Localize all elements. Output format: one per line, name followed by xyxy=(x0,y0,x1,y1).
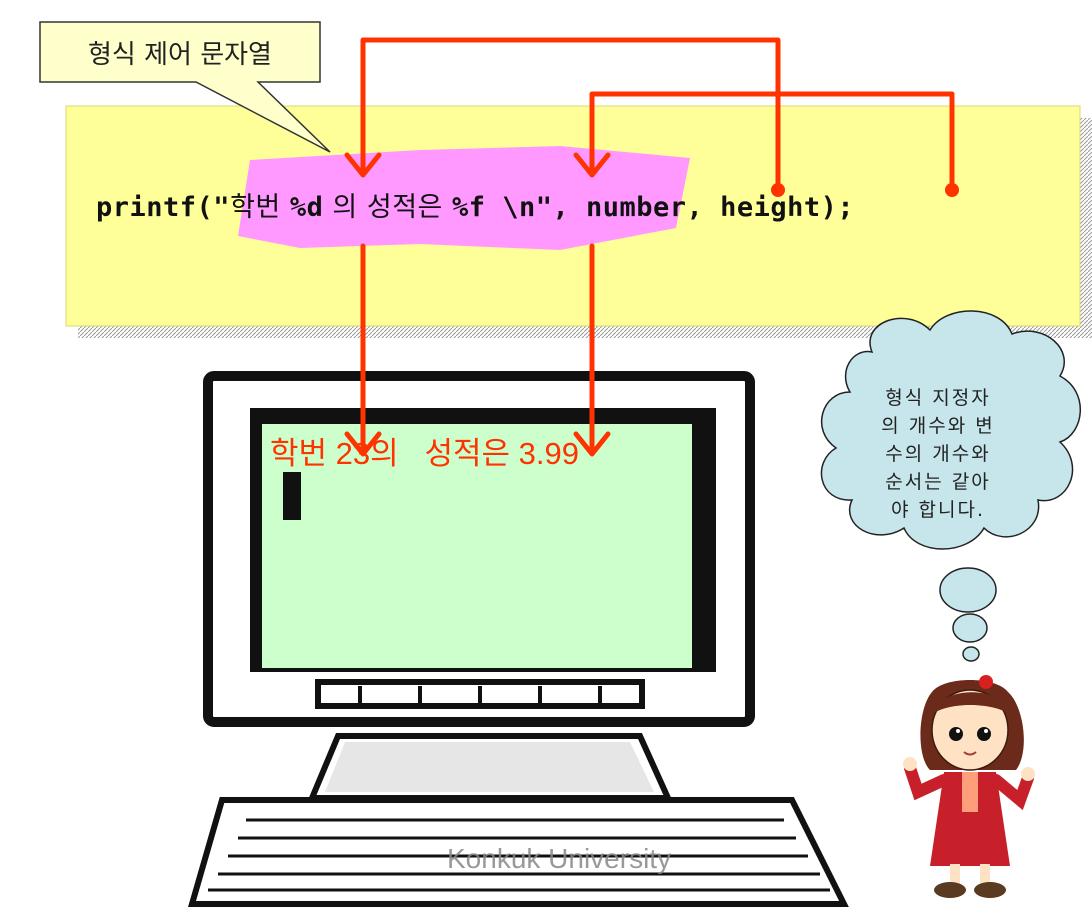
thought-text: 형식 지정자 의 개수와 변 수의 개수와 순서는 같아 야 합니다. xyxy=(840,384,1036,524)
printf-code-line: printf("학번 %d 의 성적은 %f \n", number, heig… xyxy=(96,185,854,224)
arrow-start-dot-height xyxy=(945,183,959,197)
callout-box xyxy=(39,21,331,153)
thought-line: 순서는 같아 xyxy=(885,471,991,493)
keyboard xyxy=(188,797,849,907)
code-format-text-3: \n xyxy=(485,192,536,223)
monitor-screen xyxy=(262,424,692,668)
code-spec-f: %f xyxy=(451,192,486,223)
code-args: , number, height); xyxy=(552,192,855,223)
text-cursor xyxy=(283,472,301,520)
thought-line: 수의 개수와 xyxy=(885,443,991,465)
callout-label: 형식 제어 문자열 xyxy=(88,39,272,70)
arrows xyxy=(344,37,955,457)
monitor-stand xyxy=(307,733,673,801)
girl-character xyxy=(903,675,1035,898)
code-spec-d: %d xyxy=(289,192,324,223)
screen-output-text: 학번 23의 성적은 3.99 xyxy=(270,436,579,471)
watermark: Konkuk University xyxy=(447,843,672,874)
code-close-quote: " xyxy=(535,192,553,223)
thought-cloud xyxy=(820,310,1082,662)
arrow-height-to-f xyxy=(589,91,955,191)
arrow-number-to-d xyxy=(360,37,781,191)
code-open-quote: " xyxy=(213,192,231,223)
code-format-text-2: 의 성적은 xyxy=(323,192,452,223)
thought-line: 형식 지정자 xyxy=(885,387,991,409)
code-format-text-1: 학번 xyxy=(230,192,290,223)
thought-line: 의 개수와 변 xyxy=(881,415,995,437)
thought-line: 야 합니다. xyxy=(891,499,985,521)
arrow-start-dot-number xyxy=(771,183,785,197)
computer-monitor xyxy=(203,371,755,727)
format-string-highlight xyxy=(238,146,690,250)
code-function: printf( xyxy=(96,192,214,223)
